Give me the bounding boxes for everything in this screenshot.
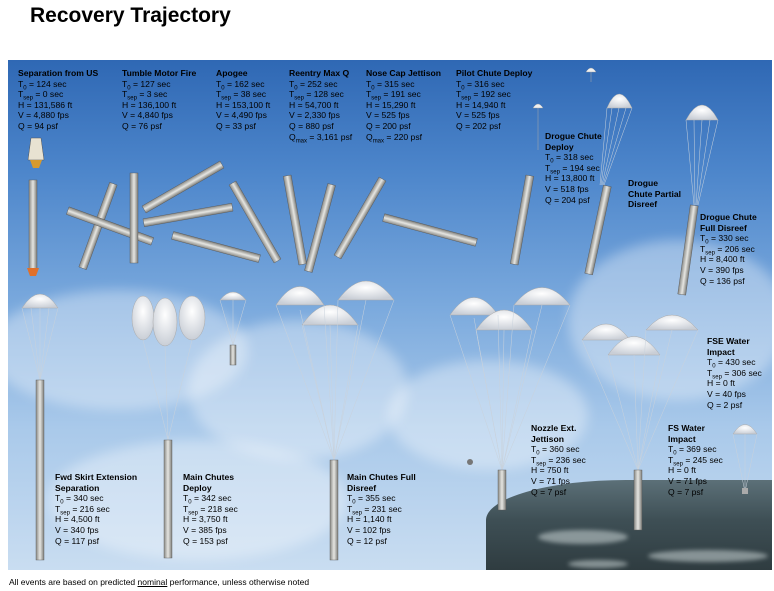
event-tumble: Tumble Motor Fire T0 = 127 sec Tsep = 3 … <box>122 68 196 132</box>
event-separation: Separation from US T0 = 124 sec Tsep = 0… <box>18 68 98 132</box>
event-main-deploy: Main Chutes Deploy T0 = 342 sec Tsep = 2… <box>183 472 238 546</box>
event-nozzle: Nozzle Ext. Jettison T0 = 360 sec Tsep =… <box>531 423 586 497</box>
event-pilot: Pilot Chute Deploy T0 = 316 sec Tsep = 1… <box>456 68 532 132</box>
event-drogue-deploy: Drogue Chute Deploy T0 = 318 sec Tsep = … <box>545 131 602 205</box>
event-apogee: Apogee T0 = 162 sec Tsep = 38 sec H = 15… <box>216 68 270 132</box>
footnote-emphasis: nominal <box>138 577 168 587</box>
event-main-full: Main Chutes Full Disreef T0 = 355 sec Ts… <box>347 472 416 546</box>
event-nosecap: Nose Cap Jettison T0 = 315 sec Tsep = 19… <box>366 68 441 142</box>
event-drogue-partial: Drogue Chute Partial Disreef <box>628 178 681 210</box>
separation-booster <box>27 138 44 276</box>
footnote: All events are based on predicted nomina… <box>9 577 309 587</box>
fwd-skirt-chute <box>22 294 58 560</box>
event-fse-water: FSE Water Impact T0 = 430 sec Tsep = 306… <box>707 336 762 410</box>
event-drogue-full: Drogue Chute Full Disreef T0 = 330 sec T… <box>700 212 757 286</box>
event-title: Separation from US <box>18 68 98 79</box>
event-reentry: Reentry Max Q T0 = 252 sec Tsep = 128 se… <box>289 68 352 142</box>
drogue-deploy-booster <box>510 175 534 265</box>
event-fs-water: FS Water Impact T0 = 369 sec Tsep = 245 … <box>668 423 723 497</box>
event-fwd-skirt: Fwd Skirt Extension Separation T0 = 340 … <box>55 472 137 546</box>
fse-water-impact <box>733 425 757 495</box>
tumbling-boosters <box>66 161 477 272</box>
